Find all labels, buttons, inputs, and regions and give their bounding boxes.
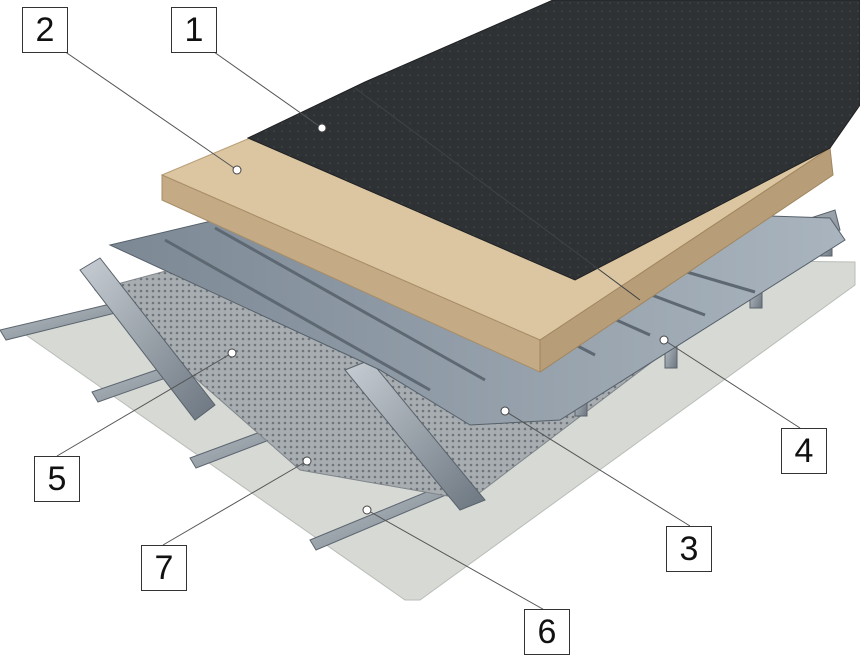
leader-1 bbox=[196, 39, 323, 129]
leader-2 bbox=[47, 39, 238, 171]
leader-dot-5 bbox=[227, 348, 237, 358]
leader-dot-4 bbox=[659, 335, 669, 345]
callout-label-6: 6 bbox=[524, 609, 570, 655]
leader-lines bbox=[47, 39, 801, 613]
bituminous-membrane bbox=[246, 0, 860, 281]
leader-6 bbox=[366, 509, 549, 613]
leader-dot-6 bbox=[362, 505, 372, 515]
leader-7 bbox=[162, 460, 308, 546]
leader-5 bbox=[56, 352, 233, 457]
leader-3 bbox=[504, 410, 691, 527]
callout-label-2: 2 bbox=[22, 7, 68, 53]
purlin-left bbox=[79, 257, 216, 421]
callout-label-7: 7 bbox=[141, 545, 187, 591]
leader-dot-2 bbox=[232, 165, 242, 175]
leader-dot-1 bbox=[317, 123, 327, 133]
leader-dots bbox=[227, 123, 669, 515]
leader-dot-7 bbox=[302, 456, 312, 466]
callout-label-5: 5 bbox=[34, 456, 80, 502]
callout-label-3: 3 bbox=[666, 526, 712, 572]
insulation-side-edge bbox=[539, 147, 834, 373]
membrane-seam bbox=[354, 87, 641, 301]
leader-4 bbox=[663, 339, 801, 429]
leader-dot-3 bbox=[500, 406, 510, 416]
callout-label-1: 1 bbox=[171, 7, 217, 53]
purlin-front bbox=[344, 359, 486, 511]
callout-label-4: 4 bbox=[781, 428, 827, 474]
